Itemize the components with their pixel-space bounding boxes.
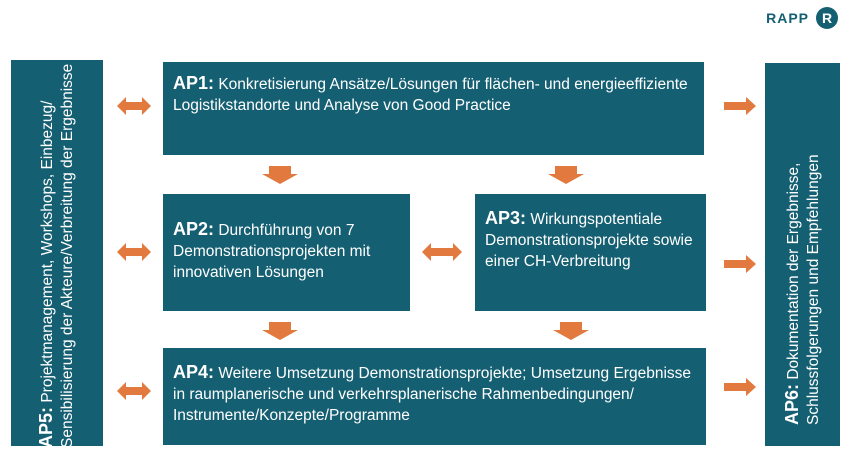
arrow-down-icon — [553, 322, 589, 340]
ap2-label: AP2: — [173, 219, 215, 239]
ap6-description: Dokumentation der Ergebnisse, Schlussfol… — [784, 153, 822, 425]
ap2-text: AP2: Durchführung von 7 Demonstrationspr… — [173, 219, 402, 283]
ap1-label: AP1: — [173, 73, 215, 93]
ap6-text: AP6: Dokumentation der Ergebnisse, Schlu… — [782, 85, 824, 425]
ap2-description: Durchführung von 7 Demonstrationsprojekt… — [173, 222, 371, 281]
ap2-box: AP2: Durchführung von 7 Demonstrationspr… — [163, 194, 410, 311]
logo-mark-icon: R — [816, 7, 838, 29]
ap4-description: Weitere Umsetzung Demonstrationsprojekte… — [173, 365, 692, 424]
ap3-text: AP3: Wirkungspotentiale Demonstrationspr… — [485, 208, 698, 272]
logo-mark-letter: R — [822, 10, 832, 26]
ap6-label: AP6: — [781, 383, 802, 425]
rapp-logo: RAPP R — [766, 6, 839, 30]
arrow-down-icon — [548, 166, 584, 184]
ap5-text: AP5: Projektmanagement, Workshops, Einbe… — [36, 60, 78, 446]
ap1-description: Konkretisierung Ansätze/Lösungen für flä… — [173, 76, 688, 114]
logo-text: RAPP — [766, 10, 809, 26]
ap6-box: AP6: Dokumentation der Ergebnisse, Schlu… — [765, 63, 840, 446]
arrow-down-icon — [262, 166, 298, 184]
arrow-right-icon — [724, 378, 756, 396]
double-arrow-icon — [117, 382, 151, 400]
arrow-down-icon — [262, 322, 298, 340]
arrow-right-icon — [724, 255, 756, 273]
double-arrow-icon — [117, 243, 151, 261]
double-arrow-icon — [422, 243, 462, 261]
ap1-text: AP1: Konkretisierung Ansätze/Lösungen fü… — [173, 73, 694, 116]
arrow-right-icon — [724, 97, 756, 115]
ap1-box: AP1: Konkretisierung Ansätze/Lösungen fü… — [163, 62, 704, 155]
ap5-label: AP5: — [36, 406, 56, 446]
ap4-label: AP4: — [173, 362, 215, 382]
ap3-box: AP3: Wirkungspotentiale Demonstrationspr… — [475, 194, 706, 311]
ap3-label: AP3: — [485, 208, 527, 228]
ap5-box: AP5: Projektmanagement, Workshops, Einbe… — [11, 60, 103, 446]
ap3-description: Wirkungspotentiale Demonstrationsprojekt… — [485, 211, 693, 270]
ap4-text: AP4: Weitere Umsetzung Demonstrationspro… — [173, 362, 696, 426]
double-arrow-icon — [117, 97, 151, 115]
ap5-description: Projektmanagement, Workshops, Einbezug/ … — [39, 63, 76, 446]
ap4-box: AP4: Weitere Umsetzung Demonstrationspro… — [163, 348, 706, 445]
